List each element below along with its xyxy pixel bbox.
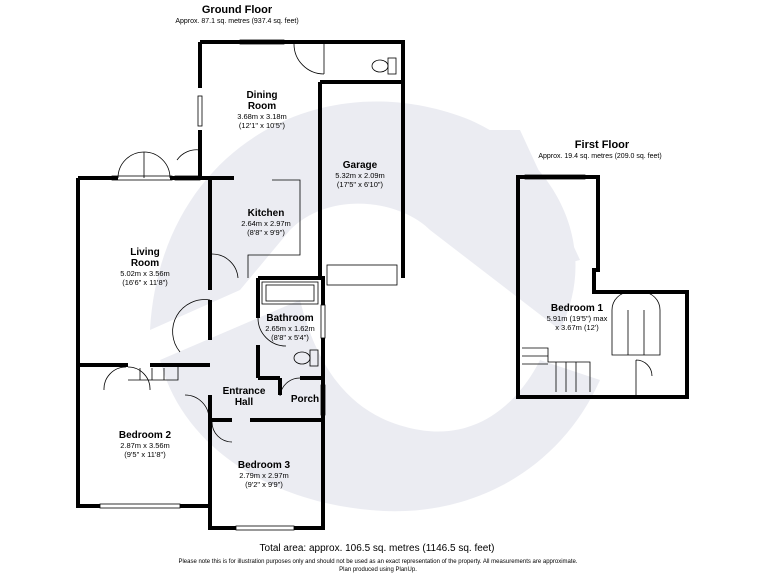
room-dims-imperial: (12'1" x 10'5") xyxy=(239,121,286,130)
room-living: Living Room 5.02m x 3.56m (16'6" x 11'8"… xyxy=(120,247,170,287)
room-dims-imperial: x 3.67m (12') xyxy=(555,323,599,332)
room-name-line: Living xyxy=(130,247,159,258)
room-dims: 3.68m x 3.18m xyxy=(237,112,287,121)
room-kitchen: Kitchen 2.64m x 2.97m (8'8" x 9'9") xyxy=(241,208,291,237)
ground-floor-walls xyxy=(76,40,405,530)
room-name-line: Dining xyxy=(246,90,277,101)
room-name-line: Hall xyxy=(235,397,254,408)
room-dims: 5.02m x 3.56m xyxy=(120,269,170,278)
room-dims: 2.87m x 3.56m xyxy=(120,441,170,450)
ground-floor-area: Approx. 87.1 sq. metres (937.4 sq. feet) xyxy=(175,18,298,25)
first-floor-walls xyxy=(516,174,689,399)
room-dims-imperial: (17'5" x 6'10") xyxy=(337,180,384,189)
room-dims-imperial: (16'6" x 11'8") xyxy=(122,278,168,287)
room-dims: 5.91m (19'5") max xyxy=(547,314,608,323)
room-dims-imperial: (9'2" x 9'9") xyxy=(245,480,283,489)
room-name-line: Bedroom 2 xyxy=(119,430,172,441)
first-floor-area: Approx. 19.4 sq. metres (209.0 sq. feet) xyxy=(538,153,661,160)
ground-floor-title: Ground Floor xyxy=(202,4,273,16)
room-name-line: Garage xyxy=(343,160,378,171)
room-name-line: Room xyxy=(248,101,276,112)
room-garage: Garage 5.32m x 2.09m (17'5" x 6'10") xyxy=(335,160,385,189)
room-bedroom-3: Bedroom 3 2.79m x 2.97m (9'2" x 9'9") xyxy=(238,460,291,489)
room-name-line: Bedroom 3 xyxy=(238,460,291,471)
room-porch: Porch xyxy=(291,394,319,405)
plan-credit: Plan produced using PlanUp. xyxy=(339,567,417,573)
room-bedroom-2: Bedroom 2 2.87m x 3.56m (9'5" x 11'8") xyxy=(119,430,172,459)
room-dims-imperial: (8'8" x 5'4") xyxy=(271,333,309,342)
room-dims-imperial: (9'5" x 11'8") xyxy=(124,450,166,459)
room-dims: 5.32m x 2.09m xyxy=(335,171,385,180)
ground-floor-fixtures xyxy=(99,39,398,531)
room-name-line: Porch xyxy=(291,394,319,405)
room-dims: 2.64m x 2.97m xyxy=(241,219,291,228)
room-name-line: Entrance xyxy=(223,386,266,397)
room-name-line: Bathroom xyxy=(266,313,313,324)
room-dims: 2.65m x 1.62m xyxy=(265,324,315,333)
room-entrance-hall: Entrance Hall xyxy=(223,386,266,408)
total-area: Total area: approx. 106.5 sq. metres (11… xyxy=(260,543,495,554)
first-floor-title: First Floor xyxy=(575,139,630,151)
room-dims-imperial: (8'8" x 9'9") xyxy=(247,228,285,237)
room-dims: 2.79m x 2.97m xyxy=(239,471,289,480)
room-bedroom-1: Bedroom 1 5.91m (19'5") max x 3.67m (12'… xyxy=(547,303,608,332)
room-bathroom: Bathroom 2.65m x 1.62m (8'8" x 5'4") xyxy=(265,313,315,342)
watermark-logo xyxy=(150,101,600,512)
room-name-line: Bedroom 1 xyxy=(551,303,604,314)
room-name-line: Room xyxy=(131,258,159,269)
room-name-line: Kitchen xyxy=(248,208,285,219)
room-dining: Dining Room 3.68m x 3.18m (12'1" x 10'5"… xyxy=(237,90,287,130)
disclaimer: Please note this is for illustration pur… xyxy=(178,559,577,565)
